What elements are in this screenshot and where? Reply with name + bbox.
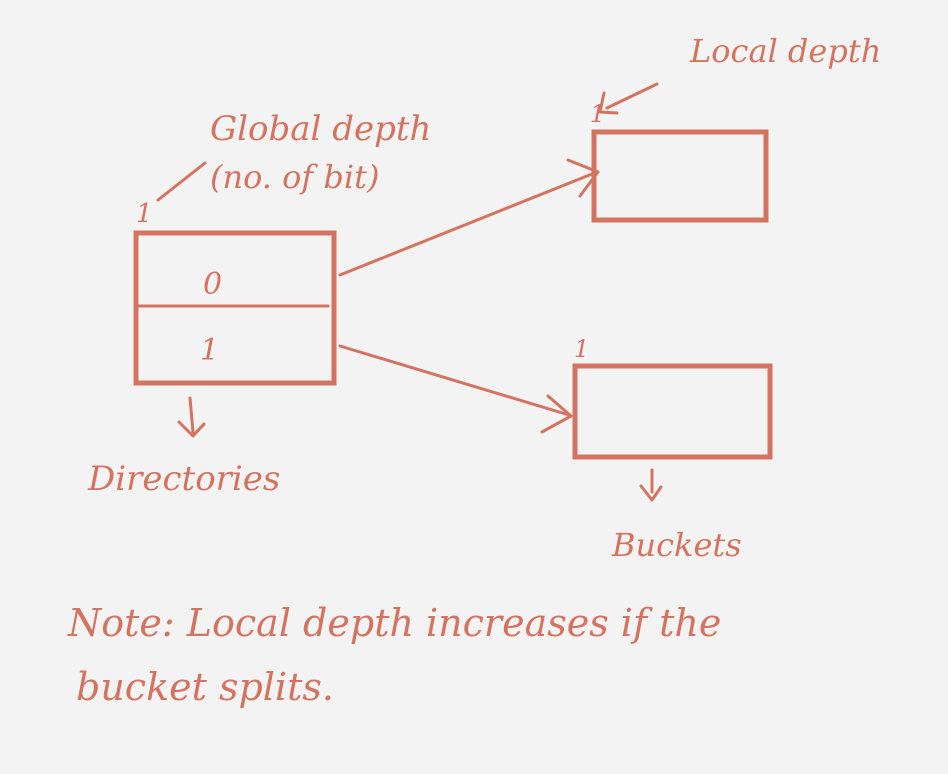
global-depth-sublabel: (no. of bit) (210, 158, 379, 196)
directory-entry-1: 1 (200, 333, 219, 368)
bucket-bottom (572, 363, 773, 460)
global-depth-label: Global depth (210, 109, 431, 149)
global-depth-value: 1 (136, 199, 153, 229)
bottom-bucket-depth: 1 (574, 335, 589, 363)
arrowhead-bottom-bucket (540, 394, 573, 434)
local-depth-pointer-head (598, 91, 619, 115)
directories-down-arrow (188, 396, 195, 434)
arrow-entry-0-to-top-bucket (338, 170, 599, 277)
local-depth-label: Local depth (689, 32, 881, 70)
directory-entry-0: 0 (203, 267, 222, 302)
note-line-2: bucket splits. (76, 665, 334, 709)
directory-box (133, 230, 337, 386)
buckets-arrowhead (639, 484, 663, 502)
global-depth-pointer-line (156, 161, 207, 202)
top-bucket-depth: 1 (590, 100, 605, 128)
directories-arrowhead (177, 420, 206, 438)
note-line-1: Note: Local depth increases if the (67, 601, 721, 645)
buckets-caption: Buckets (611, 526, 742, 564)
local-depth-pointer-line (605, 82, 659, 110)
directories-caption: Directories (87, 459, 280, 499)
arrowhead-top-bucket (566, 158, 600, 198)
arrow-entry-1-to-bottom-bucket (338, 344, 571, 417)
bucket-top (591, 129, 769, 223)
